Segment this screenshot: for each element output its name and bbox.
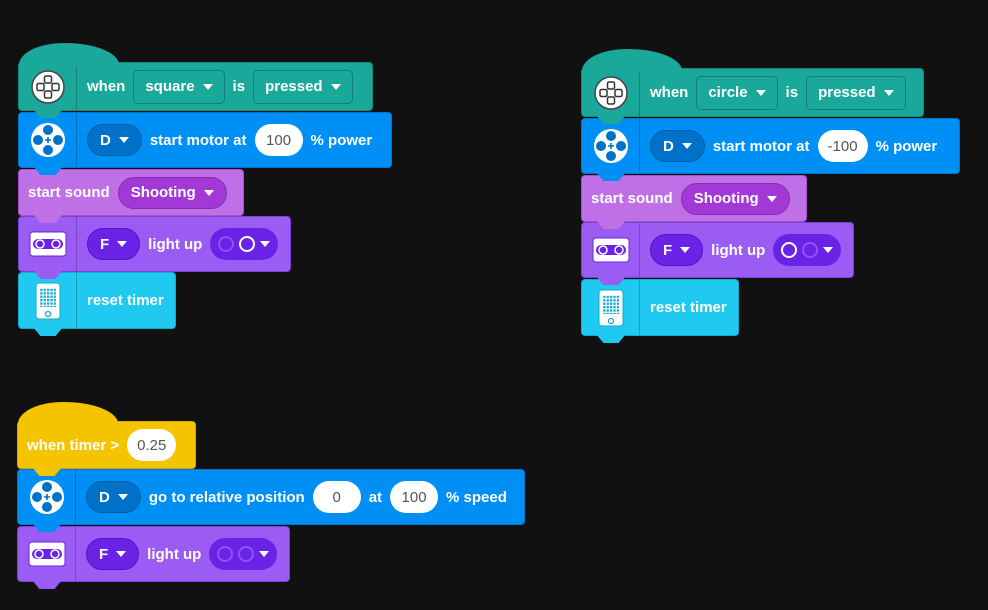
port-dropdown[interactable]: D	[87, 124, 142, 156]
start-sound-block[interactable]: start sound Shooting	[18, 169, 244, 216]
chevron-down-icon	[766, 195, 777, 202]
eye-left-off	[217, 546, 234, 562]
start-motor-block[interactable]: D start motor at -100 % power	[581, 118, 960, 174]
motor-icon	[582, 119, 640, 173]
eye-pattern-dropdown[interactable]	[209, 538, 278, 570]
light-up-block[interactable]: F light up	[18, 216, 291, 272]
chevron-down-icon	[259, 551, 270, 557]
sound-dropdown[interactable]: Shooting	[680, 182, 790, 215]
light-up-block[interactable]: F light up	[581, 222, 854, 278]
chevron-down-icon	[117, 241, 128, 247]
chevron-down-icon	[260, 241, 271, 247]
when-button-pressed-block[interactable]: when circle is pressed	[581, 49, 924, 117]
position-input[interactable]: 0	[312, 481, 361, 513]
eye-right-on	[239, 236, 256, 252]
button-dropdown[interactable]: square	[133, 69, 225, 104]
controller-icon	[19, 63, 77, 110]
state-dropdown[interactable]: pressed	[806, 75, 906, 110]
chevron-down-icon	[681, 143, 692, 149]
state-dropdown[interactable]: pressed	[253, 69, 353, 104]
port-dropdown[interactable]: D	[650, 130, 705, 162]
port-dropdown[interactable]: D	[86, 481, 141, 513]
port-dropdown[interactable]: F	[87, 228, 141, 260]
chevron-down-icon	[116, 551, 127, 557]
hub-icon	[582, 280, 640, 335]
chevron-down-icon	[203, 189, 214, 196]
chevron-down-icon	[117, 494, 128, 500]
eye-pattern-dropdown[interactable]	[773, 234, 842, 266]
chevron-down-icon	[755, 89, 766, 96]
sound-dropdown[interactable]: Shooting	[117, 176, 227, 209]
power-input[interactable]: -100	[817, 130, 868, 162]
motor-icon	[18, 470, 76, 524]
chevron-down-icon	[202, 83, 213, 90]
motor-icon	[19, 113, 77, 167]
chevron-down-icon	[330, 83, 341, 90]
eye-right-off	[802, 242, 819, 258]
start-sound-block[interactable]: start sound Shooting	[581, 175, 807, 222]
eyes-icon	[582, 223, 640, 277]
reset-timer-block[interactable]: reset timer	[581, 279, 739, 336]
eye-pattern-dropdown[interactable]	[210, 228, 279, 260]
chevron-down-icon	[118, 137, 129, 143]
timer-value-input[interactable]: 0.25	[127, 429, 177, 461]
eye-left-off	[218, 236, 235, 252]
start-motor-block[interactable]: D start motor at 100 % power	[18, 112, 392, 168]
port-dropdown[interactable]: F	[650, 234, 704, 266]
eyes-icon	[18, 527, 76, 581]
hub-icon	[19, 273, 77, 328]
controller-icon	[582, 69, 640, 116]
port-dropdown[interactable]: F	[86, 538, 140, 570]
button-dropdown[interactable]: circle	[696, 75, 778, 110]
eye-right-off	[238, 546, 255, 562]
chevron-down-icon	[823, 247, 834, 253]
chevron-down-icon	[883, 89, 894, 96]
go-to-relative-position-block[interactable]: D go to relative position 0 at 100 % spe…	[17, 469, 525, 525]
chevron-down-icon	[680, 247, 691, 253]
speed-input[interactable]: 100	[390, 481, 439, 513]
when-button-pressed-block[interactable]: when square is pressed	[18, 43, 373, 111]
when-timer-block[interactable]: when timer > 0.25	[17, 402, 196, 469]
eyes-icon	[19, 217, 77, 271]
light-up-block[interactable]: F light up	[17, 526, 290, 582]
reset-timer-block[interactable]: reset timer	[18, 272, 176, 329]
eye-left-on	[781, 242, 798, 258]
power-input[interactable]: 100	[254, 124, 303, 156]
